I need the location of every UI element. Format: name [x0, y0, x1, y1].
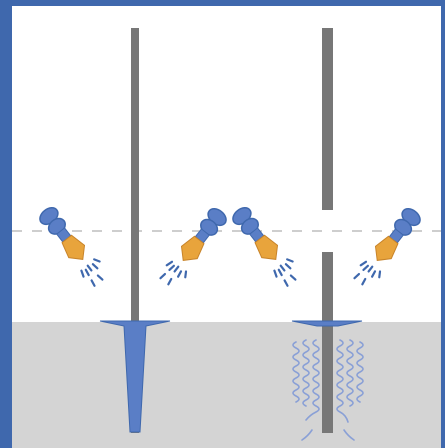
- right-panel-right-nozzle: [350, 204, 426, 291]
- right-collar: [291, 320, 363, 327]
- left-panel: [35, 28, 232, 433]
- ground-region: [12, 322, 442, 448]
- frame-top: [0, 0, 445, 6]
- left-spike: [99, 320, 171, 433]
- left-panel-left-nozzle: [35, 202, 111, 289]
- frame-left: [0, 0, 12, 448]
- right-streamers-right: [336, 339, 364, 441]
- right-streamers-left: [292, 339, 320, 441]
- frame-right: [441, 0, 445, 448]
- left-rod: [131, 28, 139, 433]
- right-panel-left-nozzle: [228, 202, 304, 289]
- right-rod-upper: [322, 28, 333, 210]
- left-panel-right-nozzle: [156, 204, 232, 291]
- right-panel: [228, 28, 426, 441]
- right-rod-lower: [322, 252, 333, 433]
